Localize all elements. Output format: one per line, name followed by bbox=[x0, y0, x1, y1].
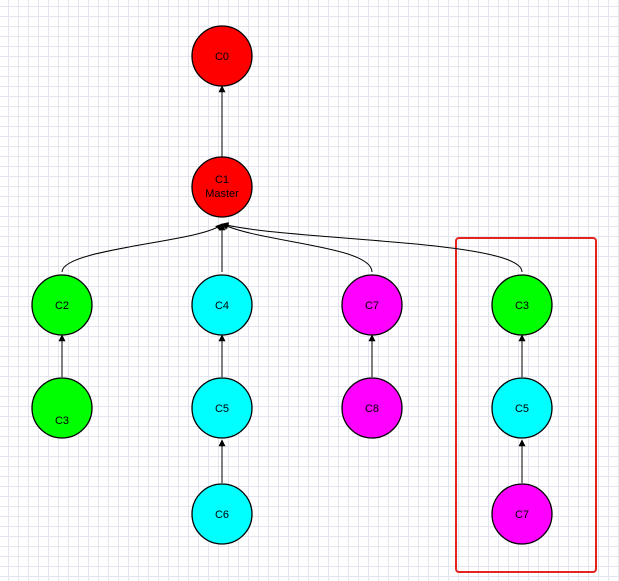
node-a-c2[interactable]: C2 bbox=[31, 274, 93, 336]
node-d-c5-circle bbox=[491, 377, 553, 439]
node-b-c6-label: C6 bbox=[215, 509, 229, 521]
node-b-c5[interactable]: C5 bbox=[191, 377, 253, 439]
node-c-c7-circle bbox=[341, 274, 403, 336]
node-d-c7-circle bbox=[491, 483, 553, 545]
node-d-c3-label: C3 bbox=[515, 300, 529, 312]
node-b-c4-label: C4 bbox=[215, 300, 229, 312]
node-c1-circle bbox=[191, 156, 253, 218]
node-d-c3[interactable]: C3 bbox=[491, 274, 553, 336]
node-a-c3-circle bbox=[31, 377, 93, 439]
node-c-c8-circle bbox=[341, 377, 403, 439]
node-a-c3-label: C3 bbox=[55, 415, 69, 427]
node-b-c5-circle bbox=[191, 377, 253, 439]
node-b-c6[interactable]: C6 bbox=[191, 483, 253, 545]
node-c-c8-label: C8 bbox=[365, 403, 379, 415]
node-a-c2-label: C2 bbox=[55, 300, 69, 312]
node-c0-label: C0 bbox=[215, 51, 229, 63]
node-a-c3[interactable]: C3 bbox=[31, 377, 93, 439]
node-b-c4-circle bbox=[191, 274, 253, 336]
node-b-c4[interactable]: C4 bbox=[191, 274, 253, 336]
node-c0[interactable]: C0 bbox=[191, 25, 253, 87]
node-d-c5[interactable]: C5 bbox=[491, 377, 553, 439]
node-b-c6-circle bbox=[191, 483, 253, 545]
node-c-c8[interactable]: C8 bbox=[341, 377, 403, 439]
node-d-c3-circle bbox=[491, 274, 553, 336]
node-a-c2-circle bbox=[31, 274, 93, 336]
node-c1-label: C1 bbox=[215, 174, 229, 186]
node-c-c7[interactable]: C7 bbox=[341, 274, 403, 336]
edge-a-c2-c1 bbox=[61, 223, 223, 273]
node-c1[interactable]: C1 Master bbox=[191, 156, 253, 218]
edge-d-c3-c1 bbox=[221, 222, 523, 273]
node-c-c7-label: C7 bbox=[365, 300, 379, 312]
node-d-c7[interactable]: C7 bbox=[491, 483, 553, 545]
edges bbox=[58, 85, 526, 483]
node-b-c5-label: C5 bbox=[215, 403, 229, 415]
edge-c-c7-c1 bbox=[221, 223, 373, 273]
node-d-c5-label: C5 bbox=[515, 403, 529, 415]
node-c0-circle bbox=[191, 25, 253, 87]
node-d-c7-label: C7 bbox=[515, 509, 529, 521]
node-c1-branch-label: Master bbox=[205, 188, 239, 200]
highlight-box bbox=[455, 237, 597, 573]
